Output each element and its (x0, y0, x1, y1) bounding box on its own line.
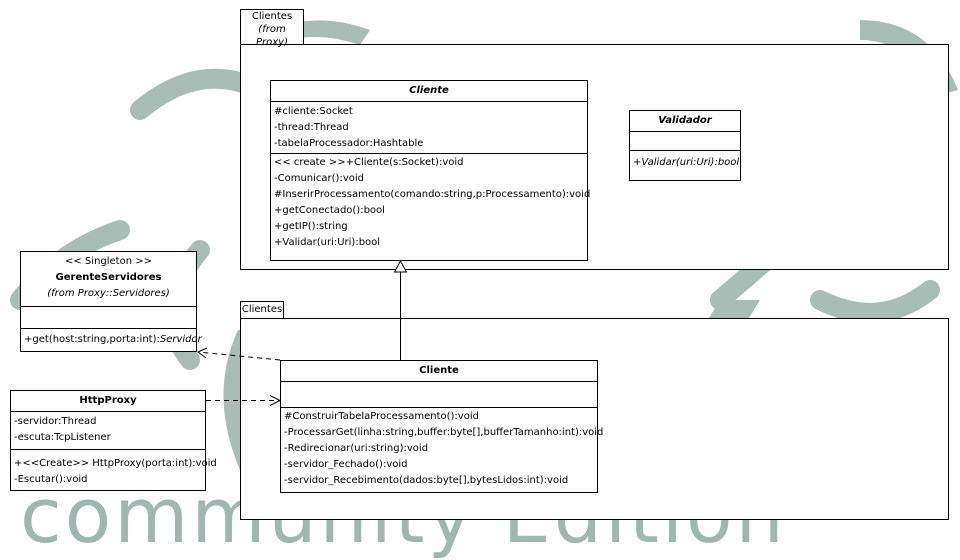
class-name: HttpProxy (11, 391, 205, 412)
attribute-section (630, 132, 740, 151)
operation-section: +Validar(uri:Uri):bool (630, 151, 740, 173)
package-name: Clientes (251, 11, 293, 22)
class-origin: (from Proxy::Servidores) (47, 288, 170, 299)
package-tab-clientes-proxy[interactable]: Clientes (from Proxy) (240, 9, 304, 48)
class-cliente-top[interactable]: Cliente #cliente:Socket -thread:Thread -… (270, 80, 591, 261)
operation: +Validar(uri:Uri):bool (274, 237, 381, 248)
class-httpproxy[interactable]: HttpProxy -servidor:Thread -escuta:TcpLi… (10, 390, 217, 491)
package-tab-clientes[interactable]: Clientes (240, 301, 284, 319)
attribute-section (281, 382, 597, 408)
operation-return-type: Servidor (159, 334, 202, 345)
attribute: #cliente:Socket (274, 106, 353, 117)
attribute-section (21, 307, 196, 329)
class-cliente-bottom[interactable]: Cliente #ConstruirTabelaProcessamento():… (280, 360, 604, 493)
operation-section: +<<Create>> HttpProxy(porta:int):void -E… (11, 450, 217, 490)
operation-section: +get(host:string,porta:int):Servidor (21, 329, 202, 350)
attribute-section: #cliente:Socket -thread:Thread -tabelaPr… (271, 102, 587, 154)
package-origin: (from Proxy) (256, 24, 288, 48)
class-name: GerenteServidores (55, 272, 162, 283)
operation: +get(host:string,porta:int):Servidor (24, 332, 202, 348)
operation: -servidor_Recebimento(dados:byte[],bytes… (284, 475, 569, 486)
operation: -ProcessarGet(linha:string,buffer:byte[]… (284, 427, 604, 438)
stereotype: << Singleton >> (65, 256, 152, 267)
operation-signature: +get(host:string,porta:int): (24, 334, 160, 345)
attribute: -servidor:Thread (14, 416, 97, 427)
class-name: Cliente (271, 81, 587, 102)
class-header: << Singleton >> GerenteServidores (from … (21, 252, 196, 307)
attribute-section: -servidor:Thread -escuta:TcpListener (11, 412, 205, 450)
attribute: -thread:Thread (274, 122, 349, 133)
class-name: Cliente (281, 361, 597, 382)
operation-section: #ConstruirTabelaProcessamento():void -Pr… (281, 408, 604, 491)
operation: -Escutar():void (14, 474, 88, 485)
operation: +<<Create>> HttpProxy(porta:int):void (14, 458, 217, 469)
class-gerente-servidores[interactable]: << Singleton >> GerenteServidores (from … (20, 251, 202, 352)
operation: -Redirecionar(uri:string):void (284, 443, 429, 454)
operation: +getConectado():bool (274, 205, 385, 216)
operation: << create >>+Cliente(s:Socket):void (274, 157, 464, 168)
class-validador[interactable]: Validador +Validar(uri:Uri):bool (629, 110, 741, 181)
operation: +getIP():string (274, 221, 348, 232)
attribute: -tabelaProcessador:Hashtable (274, 138, 424, 149)
attribute: -escuta:TcpListener (14, 432, 111, 443)
operation: -servidor_Fechado():void (284, 459, 408, 470)
operation: #ConstruirTabelaProcessamento():void (284, 411, 479, 422)
operation: +Validar(uri:Uri):bool (633, 157, 740, 168)
operation: -Comunicar():void (274, 173, 364, 184)
class-name: Validador (630, 111, 740, 132)
operation-section: << create >>+Cliente(s:Socket):void -Com… (271, 154, 591, 253)
package-name: Clientes (241, 304, 283, 315)
operation: #InserirProcessamento(comando:string,p:P… (274, 189, 591, 200)
